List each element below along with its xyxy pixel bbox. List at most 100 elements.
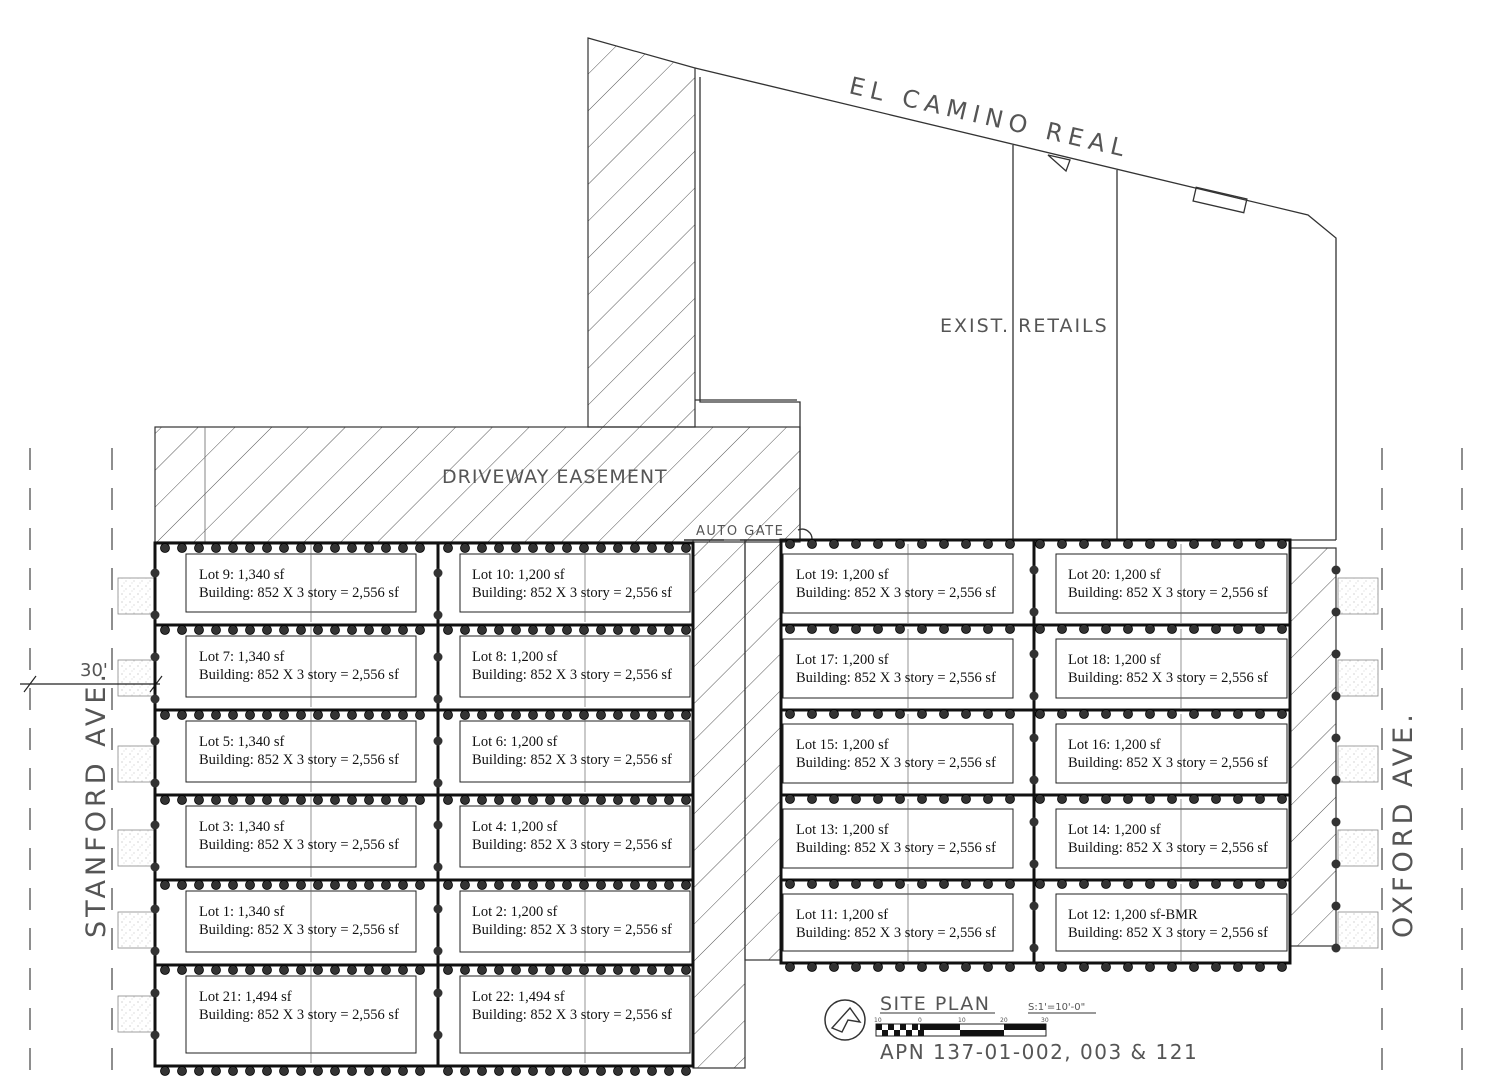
lot-building-label: Building: 852 X 3 story = 2,556 sf	[796, 755, 996, 771]
tree-icon	[245, 965, 255, 975]
lot-area-label: Lot 1: 1,340 sf	[199, 904, 285, 920]
tree-icon	[330, 625, 340, 635]
street-el-camino-real: EL CAMINO REAL	[847, 72, 1133, 164]
tree-icon	[807, 794, 817, 804]
lot-area-label: Lot 3: 1,340 sf	[199, 819, 285, 835]
tree-icon	[477, 625, 487, 635]
tree-icon	[545, 543, 555, 553]
tree-icon	[1233, 962, 1243, 972]
tree-icon	[211, 965, 221, 975]
tree-icon	[160, 710, 170, 720]
tree-icon	[194, 1066, 204, 1076]
auto-gate-label: AUTO GATE	[696, 524, 784, 539]
lot-area-label: Lot 14: 1,200 sf	[1068, 822, 1161, 838]
tree-icon	[511, 795, 521, 805]
tree-icon	[460, 880, 470, 890]
tree-icon	[177, 965, 187, 975]
tree-icon	[1005, 624, 1015, 634]
tree-icon	[177, 625, 187, 635]
tree-icon	[596, 795, 606, 805]
tree-icon	[528, 795, 538, 805]
tree-icon	[1145, 962, 1155, 972]
tree-icon	[330, 710, 340, 720]
tree-icon	[895, 539, 905, 549]
tree-icon	[433, 778, 443, 788]
tree-icon	[211, 795, 221, 805]
tree-icon	[917, 624, 927, 634]
tree-icon	[596, 543, 606, 553]
tree-icon	[545, 625, 555, 635]
apn-label: APN 137-01-002, 003 & 121	[880, 1040, 1198, 1064]
tree-icon	[1029, 649, 1039, 659]
tree-icon	[160, 795, 170, 805]
tree-icon	[381, 1066, 391, 1076]
tree-icon	[961, 962, 971, 972]
tree-icon	[681, 710, 691, 720]
existing-retails-label: EXIST. RETAILS	[940, 315, 1109, 337]
tree-icon	[460, 965, 470, 975]
existing-retail-building	[694, 67, 1337, 541]
scale-bar: 10 0 10 20 30	[874, 1017, 1049, 1037]
tree-icon	[150, 820, 160, 830]
building-footprint	[459, 635, 691, 698]
tree-icon	[1029, 775, 1039, 785]
lot-building-label: Building: 852 X 3 story = 2,556 sf	[1068, 585, 1268, 601]
tree-icon	[1277, 794, 1287, 804]
tree-icon	[494, 710, 504, 720]
tree-icon	[983, 539, 993, 549]
building-footprint	[185, 975, 417, 1054]
lot-building-label: Building: 852 X 3 story = 2,556 sf	[472, 752, 672, 768]
tree-icon	[528, 543, 538, 553]
dimension-label: 30'	[80, 660, 108, 681]
tree-icon	[433, 736, 443, 746]
tree-icon	[961, 879, 971, 889]
lot-17: Lot 15: 1,200 sf Building: 852 X 3 story …	[782, 714, 1014, 793]
tree-icon	[364, 1066, 374, 1076]
tree-icon	[647, 710, 657, 720]
tree-icon	[681, 543, 691, 553]
tree-icon	[1167, 794, 1177, 804]
tree-icon	[228, 710, 238, 720]
lot-building-label: Building: 852 X 3 story = 2,556 sf	[796, 840, 996, 856]
tree-icon	[433, 1030, 443, 1040]
tree-icon	[681, 965, 691, 975]
tree-icon	[1211, 709, 1221, 719]
tree-icon	[262, 965, 272, 975]
tree-icon	[829, 539, 839, 549]
north-arrow-icon	[824, 999, 866, 1041]
tree-icon	[194, 965, 204, 975]
lot-area-label: Lot 22: 1,494 sf	[472, 989, 565, 1005]
tree-icon	[494, 1066, 504, 1076]
tree-icon	[613, 880, 623, 890]
tree-icon	[1211, 879, 1221, 889]
tree-icon	[443, 965, 453, 975]
tree-icon	[262, 880, 272, 890]
tree-icon	[433, 820, 443, 830]
building-footprint	[782, 723, 1014, 784]
tree-icon	[1331, 775, 1341, 785]
tree-icon	[851, 794, 861, 804]
tree-icon	[785, 879, 795, 889]
tree-icon	[415, 1066, 425, 1076]
tree-icon	[347, 880, 357, 890]
tree-icon	[398, 625, 408, 635]
lot-area-label: Lot 15: 1,200 sf	[796, 737, 889, 753]
tree-icon	[1123, 624, 1133, 634]
tree-icon	[1189, 879, 1199, 889]
tree-icon	[596, 1066, 606, 1076]
tree-icon	[895, 624, 905, 634]
auto-gate	[684, 528, 813, 541]
tree-icon	[939, 962, 949, 972]
site-plan-title: SITE PLAN	[880, 993, 991, 1015]
building-footprint	[185, 890, 417, 953]
site-plan-scale: S:1'=10'-0"	[1028, 1002, 1085, 1013]
tree-icon	[433, 568, 443, 578]
tree-icon	[873, 794, 883, 804]
hatched-areas	[154, 37, 1337, 1069]
sidewalk-strips	[117, 577, 1379, 1033]
